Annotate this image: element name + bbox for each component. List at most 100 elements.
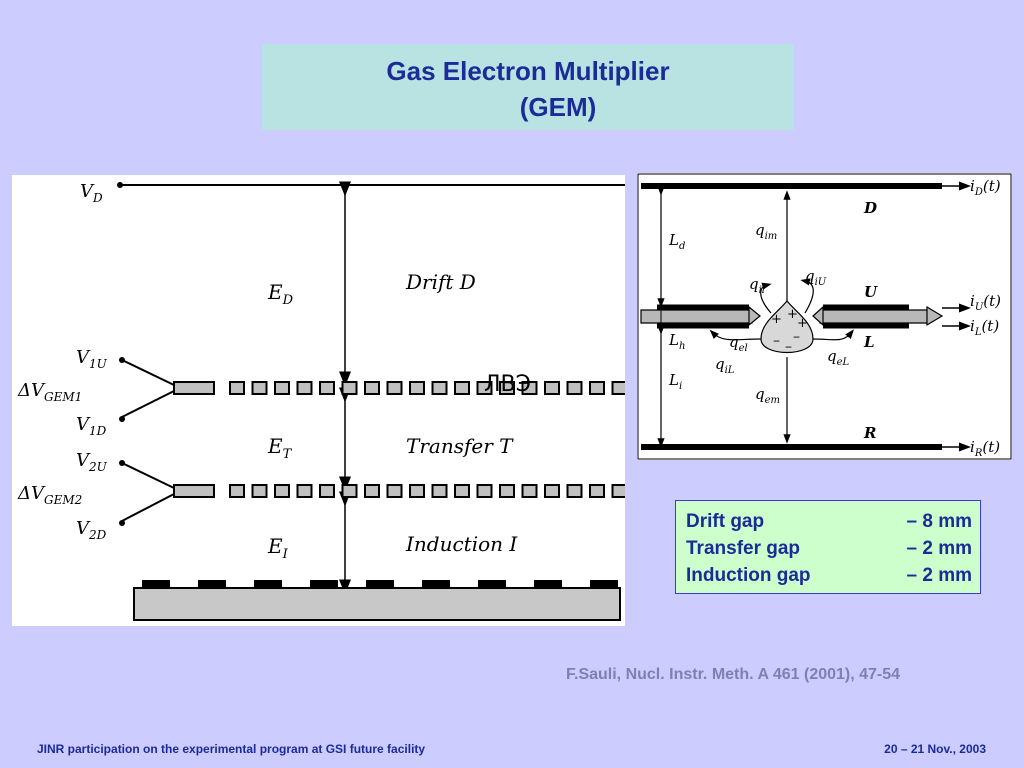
readout-strip [142, 580, 170, 587]
gem-foil-segment [521, 381, 538, 395]
label-qil: qil [749, 275, 765, 296]
gem-foil-segment [499, 484, 515, 498]
label-l: L [863, 333, 875, 351]
gem-foil-segment [499, 381, 515, 395]
gem-schematic: VD ED Drift D ET Transfer T EI Induction… [17, 181, 628, 621]
readout-strip [310, 580, 338, 587]
label-li: Li [668, 371, 682, 392]
label-et: ET [267, 434, 293, 462]
gem-hole-diagram: iD(t) D iU(t) iL(t) U L + + + – – – [637, 173, 1012, 460]
readout-strip [198, 580, 226, 587]
v2d-terminal [119, 520, 125, 526]
gem-foil-segment [364, 381, 380, 395]
label-qel2: qeL [827, 347, 850, 368]
gem-foil-segment [431, 381, 448, 395]
label-ed: ED [267, 280, 294, 308]
gap-name: Induction gap [686, 565, 811, 586]
gap-value: – 2 mm [906, 538, 972, 559]
label-v1d: V1D [76, 414, 107, 438]
label-r: R [863, 424, 876, 442]
gap-row: Drift gap – 8 mm [686, 511, 972, 537]
gem-schematic-panel: VD ED Drift D ET Transfer T EI Induction… [12, 175, 628, 626]
gem-foil-segment [364, 484, 380, 498]
readout-strip [478, 580, 506, 587]
minus-sign: – [785, 339, 792, 355]
gem-foil-segment [544, 381, 560, 395]
gem-foil-segment [566, 484, 583, 498]
title-box: Gas Electron Multiplier (GEM) [262, 44, 794, 130]
label-ir: iR(t) [970, 438, 1000, 459]
label-ld: Ld [668, 231, 685, 252]
readout-strip [590, 580, 618, 587]
gem-foil-segment [296, 381, 313, 395]
gem-foil-left [640, 304, 761, 329]
minus-sign: – [773, 333, 780, 349]
readout-board [133, 587, 621, 621]
gem-foil-segment [521, 484, 538, 498]
gem-foil-segment [566, 381, 583, 395]
label-qiu: qiU [805, 267, 827, 288]
label-v2d: V2D [76, 518, 107, 542]
gem-foil-segment [544, 484, 560, 498]
gem-foil-segment [274, 484, 290, 498]
gem-foil-segment [251, 484, 268, 498]
avalanche-drop [760, 300, 814, 354]
gem-hole-panel: iD(t) D iU(t) iL(t) U L + + + – – – [637, 173, 1012, 460]
label-vd: VD [80, 181, 103, 205]
slide-subtitle: (GEM) [519, 92, 597, 122]
label-il: iL(t) [970, 317, 999, 338]
gem-foil-segment [319, 381, 335, 395]
label-id: iD(t) [970, 177, 1001, 198]
plus-sign: + [771, 312, 782, 327]
gem-foil-segment [319, 484, 335, 498]
gem-foil-right [812, 304, 944, 329]
label-qem: qem [755, 385, 780, 406]
readout-strip [366, 580, 394, 587]
label-qim: qim [755, 221, 777, 242]
label-induction: Induction I [405, 532, 518, 556]
gap-name: Transfer gap [686, 538, 801, 559]
footer-left: JINR participation on the experimental p… [37, 742, 426, 756]
v1d-terminal [119, 416, 125, 422]
label-lh: Lh [668, 331, 685, 352]
gap-value: – 2 mm [906, 565, 972, 586]
gem-foil-segment [431, 484, 448, 498]
plus-sign: + [797, 316, 808, 331]
label-transfer: Transfer T [406, 434, 514, 458]
label-qel: qel [729, 333, 748, 354]
label-dvgem1: ΔVGEM1 [17, 380, 82, 404]
gem-foil-segment [611, 484, 628, 498]
label-d: D [863, 199, 877, 217]
label-v2u: V2U [76, 450, 108, 474]
plus-sign: + [787, 307, 798, 322]
gem2-foil [173, 484, 628, 498]
label-dvgem2: ΔVGEM2 [17, 483, 82, 507]
label-qil2: qiL [715, 355, 735, 376]
gem-foil-segment [476, 381, 493, 395]
gem-foil-segment [296, 484, 313, 498]
gap-row: Transfer gap – 2 mm [686, 538, 972, 564]
minus-sign: – [793, 329, 800, 345]
readout-strip [254, 580, 282, 587]
footer-right: 20 – 21 Nov., 2003 [884, 742, 986, 756]
gem1-foil [173, 381, 628, 395]
gem-foil-segment [589, 381, 605, 395]
gem-foil-segment [409, 484, 425, 498]
gem-foil-segment [341, 484, 358, 498]
gap-name: Drift gap [686, 511, 765, 532]
gap-sizes-box: Drift gap – 8 mm Transfer gap – 2 mm Ind… [675, 500, 981, 594]
citation: F.Sauli, Nucl. Instr. Meth. A 461 (2001)… [566, 666, 901, 683]
gem-foil-segment [341, 381, 358, 395]
label-v1u: V1U [76, 347, 108, 371]
label-drift: Drift D [405, 270, 476, 294]
readout-strips [142, 580, 618, 587]
overlay-label: ЛВЭ [484, 372, 531, 397]
label-u: U [864, 283, 878, 301]
gem-foil-segment [409, 381, 425, 395]
label-iu: iU(t) [970, 292, 1001, 313]
gem-foil-segment [229, 484, 245, 498]
gem-foil-segment [454, 484, 470, 498]
gem-foil-segment [454, 381, 470, 395]
v2u-terminal [119, 460, 125, 466]
gem-foil-segment [476, 484, 493, 498]
